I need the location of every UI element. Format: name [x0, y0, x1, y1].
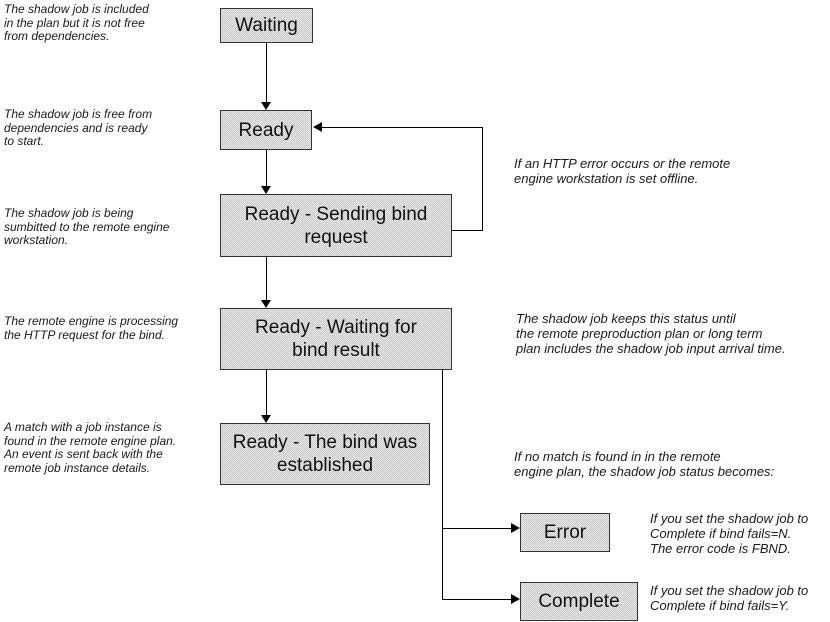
- state-box-sending-bind-request: Ready - Sending bind request: [220, 194, 452, 257]
- connector-waiting-result-to-established: [266, 370, 267, 415]
- arrowhead-branch-to-error-icon: [511, 523, 520, 533]
- state-label-sending-bind-request: Ready - Sending bind request: [244, 203, 428, 248]
- note-keeps-status: The shadow job keeps this status until t…: [516, 311, 786, 356]
- state-box-error: Error: [520, 513, 610, 552]
- state-label-error: Error: [543, 522, 587, 543]
- note-bind-established: A match with a job instance is found in …: [4, 420, 177, 475]
- note-http-error: If an HTTP error occurs or the remote en…: [514, 156, 731, 186]
- note-error-condition: If you set the shadow job to Complete if…: [650, 511, 809, 556]
- state-box-waiting-bind-result: Ready - Waiting for bind result: [220, 308, 452, 370]
- connector-branch-to-error: [442, 528, 511, 529]
- arrowhead-waiting-result-to-established-icon: [261, 415, 271, 423]
- note-waiting-bind-result: The remote engine is processing the HTTP…: [4, 314, 179, 342]
- state-label-bind-established: Ready - The bind was established: [232, 432, 418, 476]
- arrowhead-branch-to-complete-icon: [511, 594, 520, 604]
- note-ready: The shadow job is free from dependencies…: [4, 107, 153, 148]
- connector-branch-vertical: [442, 370, 443, 599]
- connector-ready-to-sending: [266, 150, 267, 186]
- state-label-complete: Complete: [538, 591, 620, 612]
- arrowhead-sending-to-waiting-result-icon: [261, 300, 271, 308]
- connector-feedback-top: [322, 127, 482, 128]
- state-box-ready: Ready: [220, 110, 312, 150]
- note-sending-bind: The shadow job is being sumbitted to the…: [4, 206, 170, 247]
- arrowhead-feedback-to-ready-icon: [313, 122, 322, 132]
- state-box-waiting: Waiting: [220, 8, 313, 43]
- state-box-complete: Complete: [520, 582, 638, 621]
- connector-feedback-bottom: [452, 230, 483, 231]
- note-no-match: If no match is found in in the remote en…: [514, 449, 775, 479]
- state-label-ready: Ready: [238, 119, 294, 141]
- state-box-bind-established: Ready - The bind was established: [220, 423, 430, 485]
- state-label-waiting-bind-result: Ready - Waiting for bind result: [255, 317, 417, 361]
- note-complete-condition: If you set the shadow job to Complete if…: [650, 583, 809, 613]
- arrowhead-waiting-to-ready-icon: [261, 102, 271, 110]
- connector-waiting-to-ready: [266, 43, 267, 102]
- state-label-waiting: Waiting: [235, 15, 298, 36]
- connector-branch-to-complete: [442, 599, 511, 600]
- connector-sending-to-waiting-result: [266, 257, 267, 300]
- connector-feedback-vertical: [482, 127, 483, 231]
- arrowhead-ready-to-sending-icon: [261, 186, 271, 194]
- note-waiting: The shadow job is included in the plan b…: [4, 2, 149, 43]
